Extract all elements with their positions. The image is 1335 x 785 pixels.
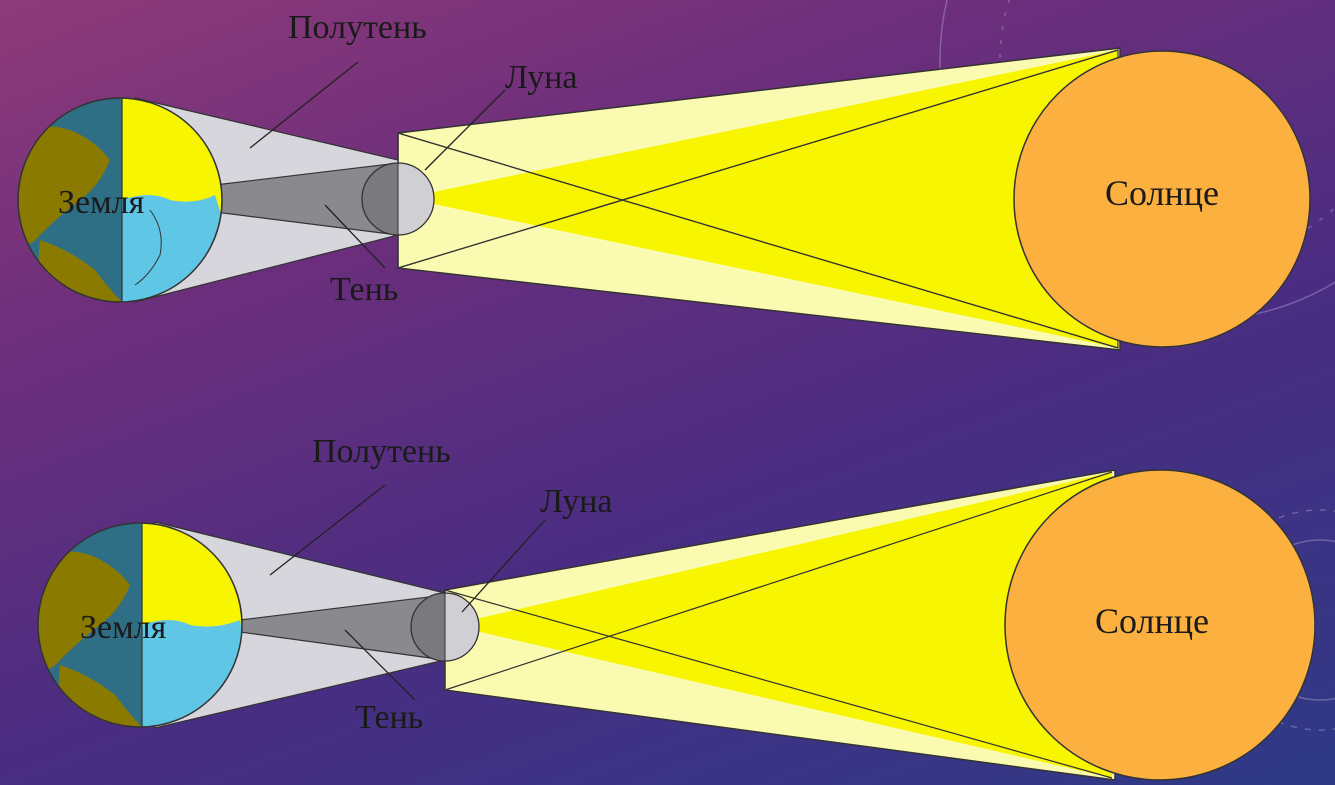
eclipse-diagram-1: Полутень Луна Земля Тень Солнце	[17, 9, 1311, 351]
sun	[1004, 469, 1316, 781]
umbra-pointer	[324, 204, 386, 269]
umbra-label: Тень	[355, 699, 423, 736]
sunlight-cone	[444, 469, 1116, 781]
moon-label: Луна	[505, 59, 578, 96]
moon	[410, 592, 480, 662]
penumbra-label: Полутень	[312, 433, 451, 470]
moon	[361, 162, 435, 236]
sun-label: Солнце	[1105, 173, 1219, 213]
moon-label: Луна	[540, 483, 613, 520]
penumbra-pointer	[249, 61, 359, 149]
umbra-pointer	[344, 629, 416, 701]
penumbra-label: Полутень	[288, 9, 427, 46]
umbra-label: Тень	[330, 271, 398, 308]
eclipse-diagram-2: Полутень Луна Земля Тень Солнце	[37, 433, 1316, 781]
sunlight-cone	[397, 47, 1121, 351]
penumbra-pointer	[269, 484, 386, 576]
earth-label: Земля	[58, 184, 145, 221]
earth-label: Земля	[80, 609, 167, 646]
sun	[1013, 50, 1311, 348]
sun-label: Солнце	[1095, 601, 1209, 641]
moon-pointer	[424, 89, 506, 171]
moon-pointer	[461, 519, 546, 613]
